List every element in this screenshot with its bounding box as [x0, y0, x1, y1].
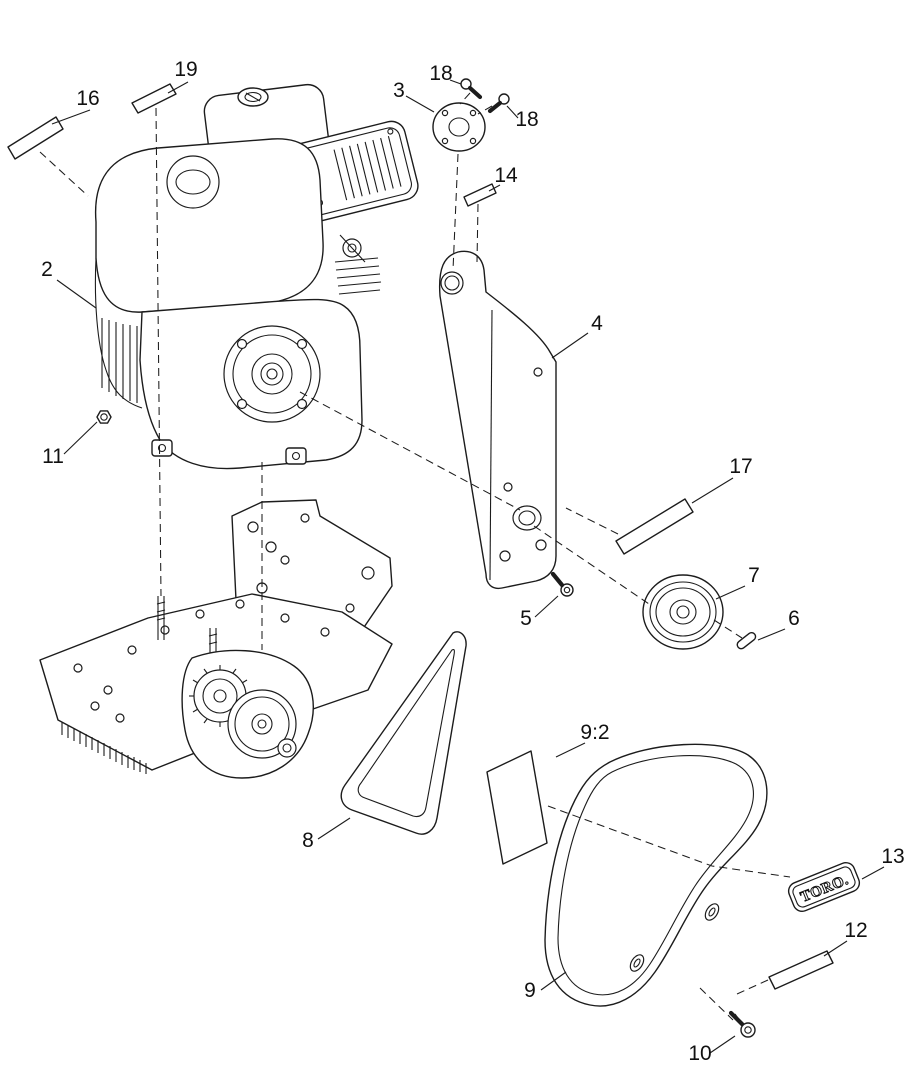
callout-3: 3: [393, 79, 405, 102]
fasteners: [96, 78, 756, 1038]
callout-5: 5: [520, 607, 532, 630]
plate-fins: [61, 722, 147, 774]
bolt-18a: [460, 78, 483, 100]
decal-16: [7, 116, 64, 160]
callout-9: 9: [524, 979, 536, 1002]
fuel-cap: [237, 87, 269, 107]
engine-assembly: [94, 83, 419, 470]
bolt-10: [728, 1010, 756, 1038]
callout-10: 10: [688, 1042, 711, 1065]
callout-numbers: 19 16 3 18 18 14 2 4 17 11 5 7 6 8 9:2 1…: [41, 58, 905, 1065]
decals: TORO.: [7, 83, 861, 990]
cover-slot: [704, 903, 720, 921]
callout-11: 11: [42, 445, 64, 468]
leader-lines: [51, 79, 885, 1054]
mounting-foot: [151, 439, 173, 457]
mounting-plate: [438, 250, 557, 590]
bolt-18b: [487, 93, 510, 114]
callout-7: 7: [748, 564, 760, 587]
callout-18a: 18: [429, 62, 452, 85]
pulley: [642, 574, 724, 650]
belt-cover: [544, 743, 768, 1007]
callout-8: 8: [302, 829, 314, 852]
cover-slot: [629, 954, 645, 972]
cover-plate: [432, 102, 486, 152]
engine-shroud: [94, 138, 324, 313]
flange-nut-11: [96, 410, 112, 424]
callout-17: 17: [729, 455, 752, 478]
decal-19: [131, 83, 177, 114]
callout-14: 14: [494, 164, 518, 187]
callout-19: 19: [174, 58, 197, 81]
bolt-5: [550, 571, 574, 597]
callout-6: 6: [788, 607, 800, 630]
air-cleaner-cover: [166, 155, 220, 209]
transmission: [181, 649, 314, 779]
decal-12: [768, 950, 834, 990]
drive-belt: [340, 631, 467, 835]
callout-2: 2: [41, 258, 53, 281]
callout-18b: 18: [515, 108, 538, 131]
cylinder-fins: [334, 257, 382, 295]
assembly-center-lines: [39, 92, 791, 1021]
mounting-foot: [285, 447, 307, 465]
side-cover-fins: [94, 257, 143, 409]
decal-17: [615, 498, 694, 555]
callout-12: 12: [844, 919, 867, 942]
toro-decal: TORO.: [787, 861, 861, 913]
callout-13: 13: [881, 845, 904, 868]
woodruff-key: [736, 631, 757, 650]
decal-14: [463, 183, 497, 207]
callout-9-2: 9:2: [580, 721, 609, 744]
callout-16: 16: [76, 87, 99, 110]
crankshaft-boss: [223, 325, 321, 423]
callout-4: 4: [591, 312, 603, 335]
decal-9-2: [486, 750, 548, 865]
